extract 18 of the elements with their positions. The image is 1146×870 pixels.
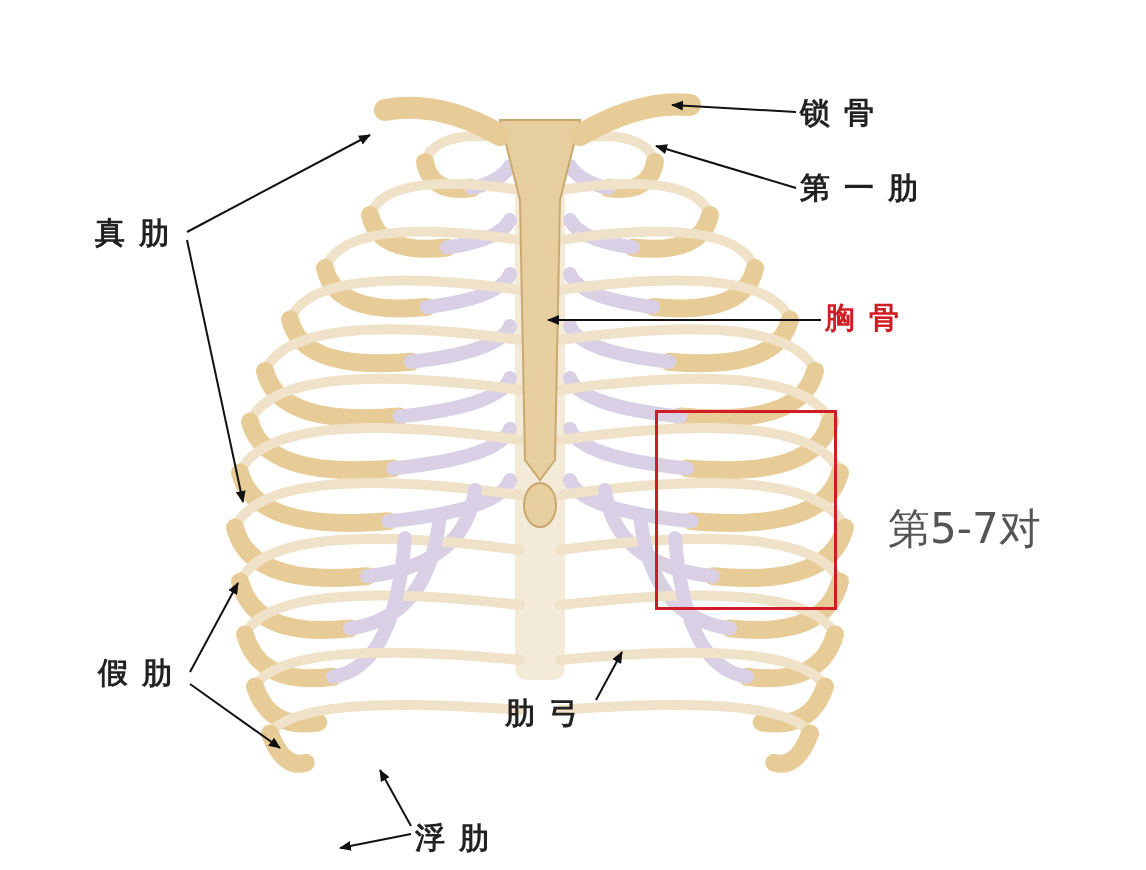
leader-line	[595, 651, 623, 701]
leader-line	[186, 134, 371, 233]
leader-line	[655, 144, 797, 189]
leader-line	[547, 315, 822, 325]
part-label: 第一肋	[800, 170, 932, 206]
leader-line	[189, 683, 281, 749]
part-label: 真肋	[95, 215, 183, 251]
part-label: 浮肋	[415, 820, 503, 856]
leader-line	[189, 582, 239, 673]
leader-line	[186, 239, 246, 503]
leader-line	[339, 833, 412, 851]
leader-line	[671, 100, 797, 113]
leader-line	[379, 769, 412, 827]
part-label: 锁骨	[800, 95, 888, 131]
part-label: 胸骨	[825, 300, 913, 336]
part-label: 假肋	[98, 655, 186, 691]
side-label: 第5-7对	[888, 503, 1041, 555]
part-label: 肋弓	[505, 695, 593, 731]
